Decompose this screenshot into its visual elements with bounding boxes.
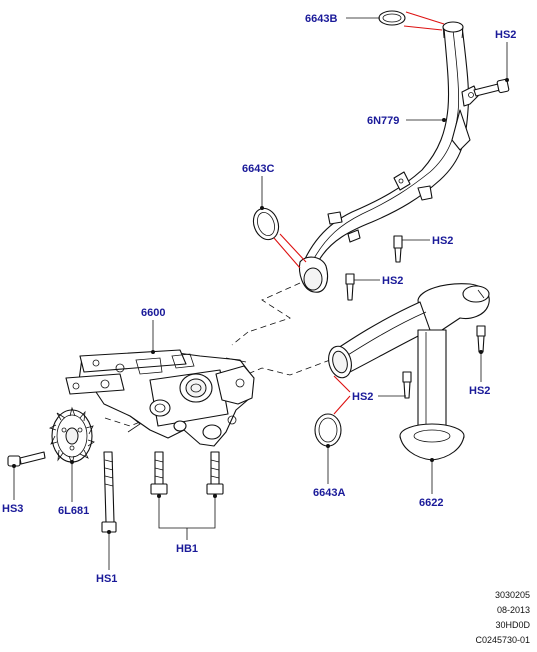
callout-6600: 6600 [141,307,165,319]
drawing-reference-block: 3030205 08-2013 30HD0D C0245730-01 [475,590,530,645]
seal-ring-icon [314,413,342,447]
callout-labels: 6643B HS2 6N779 6643C HS2 HS2 6600 HS2 H… [2,13,516,585]
callout-6643a: 6643A [313,487,345,499]
bolt-icon [345,273,355,301]
bolt-icon [7,451,46,467]
callout-hs3: HS3 [2,503,23,515]
drawing-id: C0245730-01 [475,635,530,645]
bolt-icon [206,451,224,495]
bolt-icon [150,451,168,495]
callout-hs2-right: HS2 [469,385,490,397]
callout-6622: 6622 [419,497,443,509]
callout-hs2-tube-1: HS2 [432,235,453,247]
callout-hs1: HS1 [96,573,117,585]
drawing-date: 08-2013 [497,605,530,615]
bolt-icon [473,78,510,97]
seal-ring-icon [378,10,406,26]
callout-6643c: 6643C [242,163,274,175]
drawing-number: 3030205 [495,590,530,600]
callout-hs2-pan: HS2 [352,391,373,403]
callout-hb1: HB1 [176,543,198,555]
callout-6643b: 6643B [305,13,337,25]
bolt-icon [101,451,117,533]
oil-pickup-tube-icon [298,21,479,293]
bolt-icon [402,371,412,399]
callout-6n779: 6N779 [367,115,399,127]
callout-hs2-top: HS2 [495,29,516,41]
callout-hs2-tube-2: HS2 [382,275,403,287]
callout-6l681: 6L681 [58,505,89,517]
oil-pump-icon [65,349,255,447]
leader-lines [12,11,509,570]
sprocket-icon [48,406,95,466]
oil-strainer-icon [328,283,490,461]
seal-ring-icon [252,207,280,241]
bolt-icon [476,325,486,353]
drawing-code: 30HD0D [495,620,530,630]
bolt-icon [393,235,403,263]
